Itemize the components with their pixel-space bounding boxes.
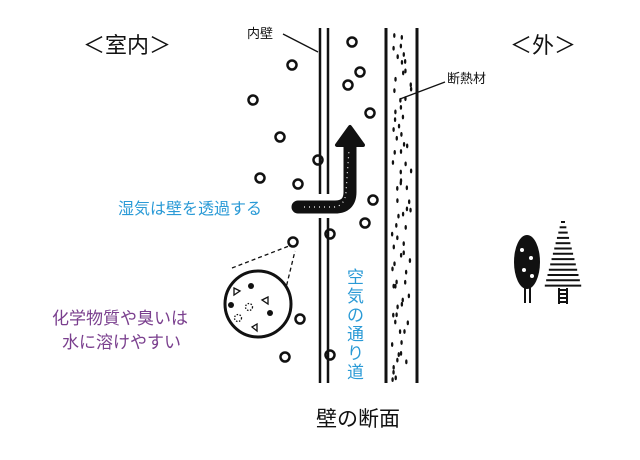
moisture-particle: [254, 172, 266, 184]
moisture-particle: [286, 59, 298, 71]
tree-conifer-icon: [544, 221, 582, 304]
chemicals-label-line1: 化学物質や臭いは: [52, 309, 188, 329]
moisture-particle: [364, 107, 376, 119]
moisture-label: 湿気は壁を透過する: [118, 199, 262, 218]
air-path-char: 気: [347, 287, 364, 307]
air-path-char: 空: [347, 268, 364, 288]
air-path-char: の: [347, 306, 364, 326]
caption: 壁の断面: [316, 407, 400, 431]
moisture-particle: [346, 36, 358, 48]
moisture-particle: [247, 94, 259, 106]
air-path-char: り: [347, 344, 364, 364]
air-path-char: 道: [347, 363, 364, 383]
air-path-char: 通: [347, 325, 364, 345]
magnified-particle: [223, 245, 296, 339]
moisture-arrow: [291, 125, 365, 214]
moisture-particles: [247, 36, 379, 363]
moisture-particle: [342, 79, 354, 91]
moisture-particle: [292, 178, 304, 190]
air-path-label: 空 気 の 通 り 道: [347, 268, 364, 383]
chemicals-label-line2: 水に溶けやすい: [62, 333, 181, 353]
inner-wall-leader: [282, 33, 319, 53]
moisture-particle: [279, 351, 291, 363]
moisture-particle: [354, 66, 366, 78]
moisture-particle: [287, 236, 299, 248]
moisture-particle: [274, 131, 286, 143]
moisture-particle: [294, 313, 306, 325]
moisture-particle: [367, 194, 379, 206]
insulation-label: 断熱材: [447, 72, 486, 87]
insulation-layer: [384, 28, 419, 383]
outdoor-label: ＜外＞: [510, 34, 576, 59]
inner-wall: [318, 28, 330, 383]
inner-wall-label: 内壁: [247, 26, 273, 42]
tree-round-icon: [514, 235, 540, 303]
indoor-label: ＜室内＞: [83, 34, 171, 59]
insulation-leader: [399, 81, 446, 100]
moisture-particle: [359, 217, 371, 229]
